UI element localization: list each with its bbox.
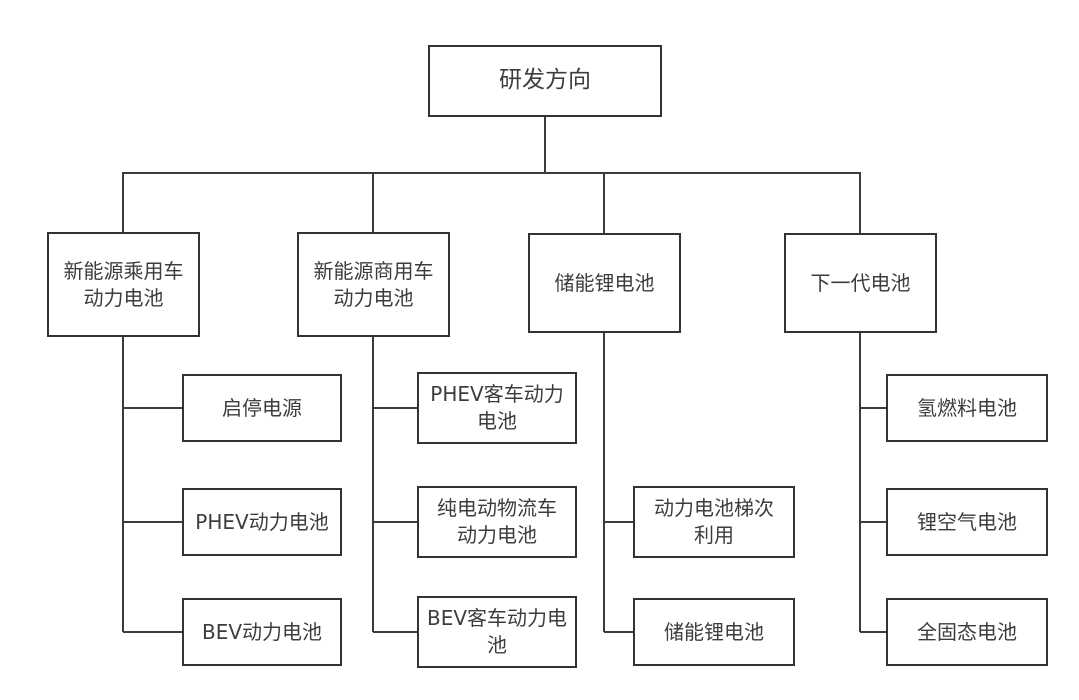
- branch-node-energy-storage: 储能锂电池: [528, 233, 681, 333]
- leaf-label: 氢燃料电池: [917, 395, 1017, 420]
- leaf-label: PHEV动力电池: [195, 509, 329, 534]
- branch-label: 下一代电池: [810, 270, 911, 295]
- leaf-node-phev-power-battery: PHEV动力电池: [182, 488, 342, 556]
- leaf-node-ev-logistics-battery: 纯电动物流车 动力电池: [417, 486, 577, 558]
- leaf-label: 动力电池梯次 利用: [654, 496, 774, 547]
- branch-node-commercial-ev: 新能源商用车 动力电池: [297, 232, 450, 337]
- leaf-label: BEV客车动力电 池: [426, 606, 568, 657]
- leaf-label: 储能锂电池: [664, 619, 764, 644]
- leaf-label: 启停电源: [222, 395, 302, 420]
- leaf-node-solid-state-battery: 全固态电池: [886, 598, 1048, 666]
- leaf-node-li-air-battery: 锂空气电池: [886, 488, 1048, 556]
- branch-label: 新能源乘用车 动力电池: [63, 258, 184, 310]
- leaf-label: 锂空气电池: [917, 509, 1017, 534]
- node-root-label: 研发方向: [499, 67, 591, 94]
- leaf-node-start-stop-power: 启停电源: [182, 374, 342, 442]
- leaf-node-battery-echelon-use: 动力电池梯次 利用: [633, 486, 795, 558]
- leaf-label: 纯电动物流车 动力电池: [437, 496, 557, 547]
- leaf-node-bev-bus-battery: BEV客车动力电 池: [417, 596, 577, 668]
- leaf-label: 全固态电池: [917, 619, 1017, 644]
- leaf-node-storage-li-battery: 储能锂电池: [633, 598, 795, 666]
- node-root: 研发方向: [428, 45, 662, 117]
- leaf-label: BEV动力电池: [201, 619, 323, 644]
- leaf-node-hydrogen-fuel-cell: 氢燃料电池: [886, 374, 1048, 442]
- branch-label: 新能源商用车 动力电池: [313, 258, 434, 310]
- leaf-node-bev-power-battery: BEV动力电池: [182, 598, 342, 666]
- branch-label: 储能锂电池: [554, 270, 655, 295]
- leaf-label: PHEV客车动力 电池: [430, 382, 564, 433]
- branch-node-passenger-ev: 新能源乘用车 动力电池: [47, 232, 200, 337]
- branch-node-next-gen: 下一代电池: [784, 233, 937, 333]
- leaf-node-phev-bus-battery: PHEV客车动力 电池: [417, 372, 577, 444]
